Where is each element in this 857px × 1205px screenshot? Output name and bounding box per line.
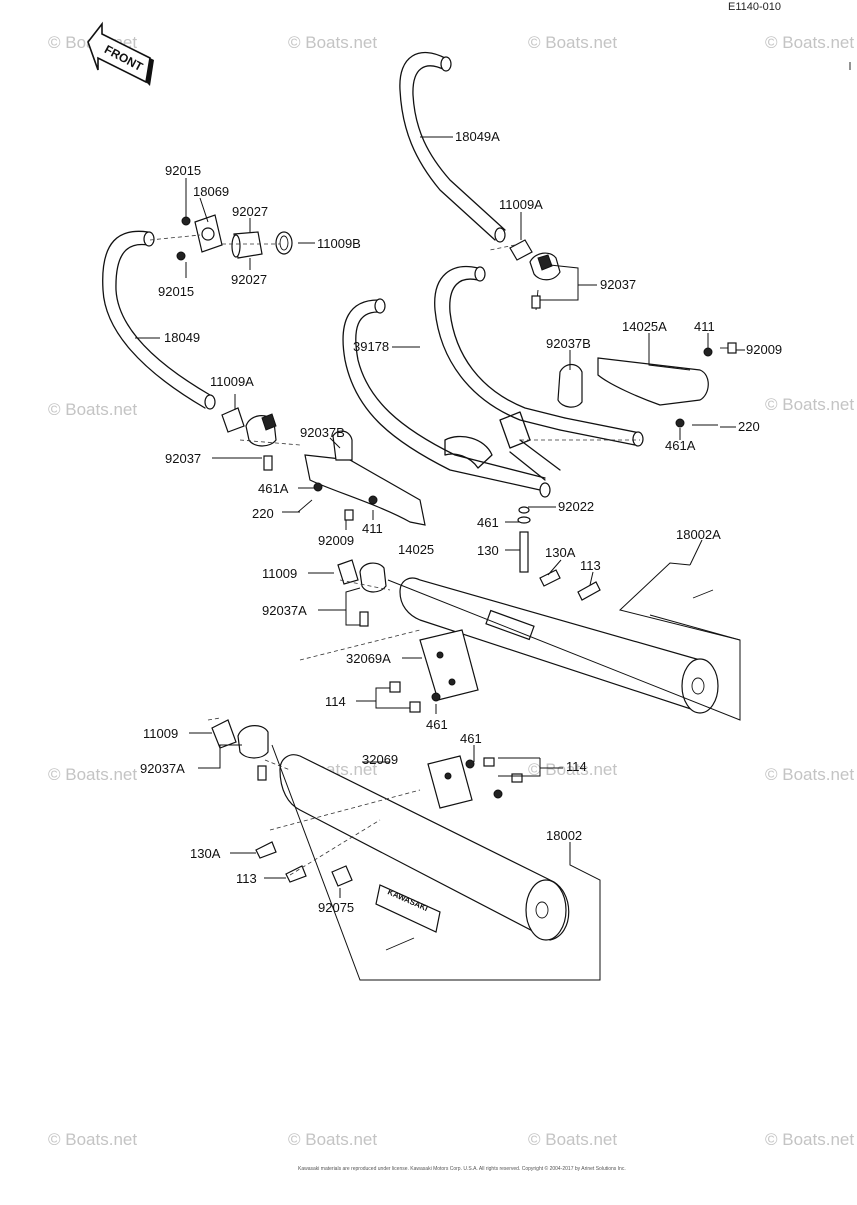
nut-92075 (331, 865, 353, 887)
part-label-461: 461 (426, 717, 448, 732)
diagram-code: E1140-010 (728, 1, 781, 13)
part-label-92037: 92037 (165, 451, 201, 466)
part-label-92037A: 92037A (262, 603, 307, 618)
heat-shield-14025 (297, 430, 426, 526)
part-label-220: 220 (738, 419, 760, 434)
crossover-pipe-39178 (342, 266, 644, 498)
part-label-130A: 130A (545, 545, 576, 560)
muffler-18002: KAWASAKI (279, 754, 570, 951)
part-label-92027: 92027 (231, 272, 267, 287)
watermark-text: © Boats.net (288, 1130, 377, 1149)
watermark-text: © Boats.net (48, 400, 137, 419)
part-label-18069: 18069 (193, 184, 229, 199)
part-label-14025A: 14025A (622, 319, 667, 334)
bolt-113-right (577, 581, 601, 601)
part-label-130A: 130A (190, 846, 221, 861)
part-label-92037B: 92037B (300, 425, 345, 440)
part-label-18002A: 18002A (676, 527, 721, 542)
watermark-text: © Boats.net (48, 765, 137, 784)
header-pipe-18049 (102, 230, 216, 410)
bolt-113-left (285, 865, 307, 883)
gasket-11009-low (211, 719, 237, 749)
part-label-32069A: 32069A (346, 651, 391, 666)
part-label-11009B: 11009B (317, 236, 361, 251)
part-label-461A: 461A (258, 481, 289, 496)
watermark-text: © Boats.net (528, 1130, 617, 1149)
gasket-11009-mid (337, 559, 359, 585)
copyright-footer: Kawasaki materials are reproduced under … (298, 1165, 626, 1172)
bolt-130A-left (255, 841, 277, 859)
part-label-11009: 11009 (262, 566, 297, 581)
collar-92027 (231, 231, 263, 259)
part-label-92037B: 92037B (546, 336, 591, 351)
clamp-92037A-mid (359, 562, 387, 627)
part-label-220: 220 (252, 506, 274, 521)
part-label-11009: 11009 (143, 726, 178, 741)
part-label-92015: 92015 (165, 163, 201, 178)
gasket-11009A-left (221, 407, 245, 433)
leader-lines (135, 136, 745, 898)
part-label-11009A: 11009A (210, 374, 254, 389)
watermark-text: © Boats.net (528, 33, 617, 52)
part-label-411: 411 (694, 319, 715, 334)
part-label-18002: 18002 (546, 828, 582, 843)
part-label-92015: 92015 (158, 284, 194, 299)
part-label-14025: 14025 (398, 542, 434, 557)
part-label-18049A: 18049A (455, 129, 500, 144)
clamp-92037B-left (245, 413, 277, 471)
part-label-461: 461 (460, 731, 482, 746)
header-pipe-18049A (399, 51, 506, 243)
watermark-text: © Boats.net (48, 1130, 137, 1149)
watermark-text: © Boats.net (765, 395, 854, 414)
watermark-text: © Boats.net (528, 760, 617, 779)
part-label-130: 130 (477, 543, 499, 558)
part-label-32069: 32069 (362, 752, 398, 767)
gasket-11009B (275, 231, 293, 255)
part-number-labels: 18049A 11009A 92037 14025A 411 92009 920… (140, 129, 782, 915)
bracket-32069A (389, 629, 479, 713)
part-label-114: 114 (325, 694, 346, 709)
flange-18069 (176, 214, 223, 261)
part-label-92037A: 92037A (140, 761, 185, 776)
gasket-11009A-top (509, 239, 533, 261)
part-label-113: 113 (580, 558, 601, 573)
part-label-461: 461 (477, 515, 499, 530)
part-label-113: 113 (236, 871, 257, 886)
bolt-130 (517, 506, 531, 573)
part-label-92075: 92075 (318, 900, 354, 915)
part-label-92009: 92009 (318, 533, 354, 548)
watermark-text: © Boats.net (765, 765, 854, 784)
assembly-dashed-lines (149, 234, 640, 876)
watermark-text: © Boats.net (765, 33, 854, 52)
part-label-92027: 92027 (232, 204, 268, 219)
part-label-461A: 461A (665, 438, 696, 453)
part-label-114: 114 (566, 759, 587, 774)
watermark-text: © Boats.net (288, 33, 377, 52)
clamp-92037-top (529, 252, 561, 311)
part-label-11009A: 11009A (499, 197, 543, 212)
heat-shield-14025A (557, 342, 737, 428)
part-label-92037: 92037 (600, 277, 636, 292)
watermark-group: © Boats.net © Boats.net © Boats.net © Bo… (48, 33, 854, 1149)
watermark-text: © Boats.net (765, 1130, 854, 1149)
clamp-92037A-low (237, 725, 269, 781)
part-label-18049: 18049 (164, 330, 200, 345)
part-label-39178: 39178 (353, 339, 389, 354)
part-label-92022: 92022 (558, 499, 594, 514)
part-label-411: 411 (362, 521, 383, 536)
part-label-92009: 92009 (746, 342, 782, 357)
bracket-32069 (427, 755, 523, 809)
